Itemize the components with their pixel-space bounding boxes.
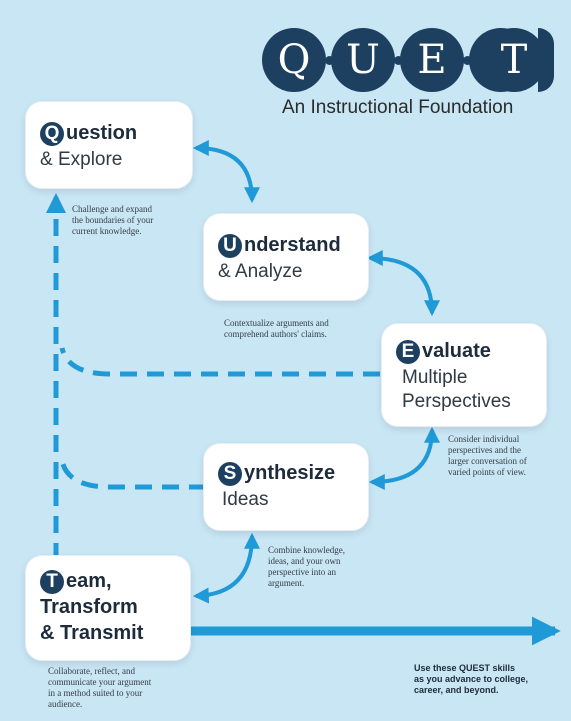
arrow-evaluate-synthesize xyxy=(368,426,440,490)
subtitle: An Instructional Foundation xyxy=(282,97,514,118)
logo-letter-q: Q xyxy=(262,28,326,92)
logo-letter-t: T xyxy=(482,28,546,92)
card-evaluate-sub-1: Multiple xyxy=(402,367,468,388)
dashed-return-from-evaluate xyxy=(59,347,380,377)
card-understand: U nderstand & Analyze xyxy=(204,214,368,300)
logo-dot xyxy=(394,56,403,65)
initial-e-icon: E xyxy=(396,340,420,364)
initial-s-icon: S xyxy=(218,462,242,486)
logo-dot xyxy=(463,56,472,65)
card-understand-sub: & Analyze xyxy=(218,261,303,282)
initial-q-icon: Q xyxy=(40,122,64,146)
logo-letter-u: U xyxy=(331,28,395,92)
card-question-sub: & Explore xyxy=(40,149,123,170)
card-team-title-2: Transform xyxy=(40,596,138,618)
arrow-synthesize-team xyxy=(192,532,260,604)
card-synthesize-sub: Ideas xyxy=(222,489,269,510)
initial-t-icon: T xyxy=(40,570,64,594)
card-team-title: eam, xyxy=(66,570,112,592)
card-evaluate-title: valuate xyxy=(422,340,491,362)
card-synthesize: S ynthesize Ideas xyxy=(204,444,368,530)
arrow-question-understand xyxy=(192,140,260,204)
card-team-title-3: & Transmit xyxy=(40,622,144,644)
logo-dot xyxy=(325,56,334,65)
card-question: Q uestion & Explore xyxy=(26,102,192,188)
card-question-title: uestion xyxy=(66,122,138,144)
card-evaluate-sub-2: Perspectives xyxy=(402,391,511,412)
logo-letter-e: E xyxy=(400,28,464,92)
initial-u-icon: U xyxy=(218,234,242,258)
card-understand-title: nderstand xyxy=(244,234,341,256)
arrow-understand-evaluate xyxy=(366,250,440,317)
dashed-return-from-synthesize xyxy=(59,460,206,490)
card-evaluate: E valuate Multiple Perspectives xyxy=(382,324,546,426)
card-team: T eam, Transform & Transmit xyxy=(26,556,190,660)
card-synthesize-title: ynthesize xyxy=(244,462,336,484)
